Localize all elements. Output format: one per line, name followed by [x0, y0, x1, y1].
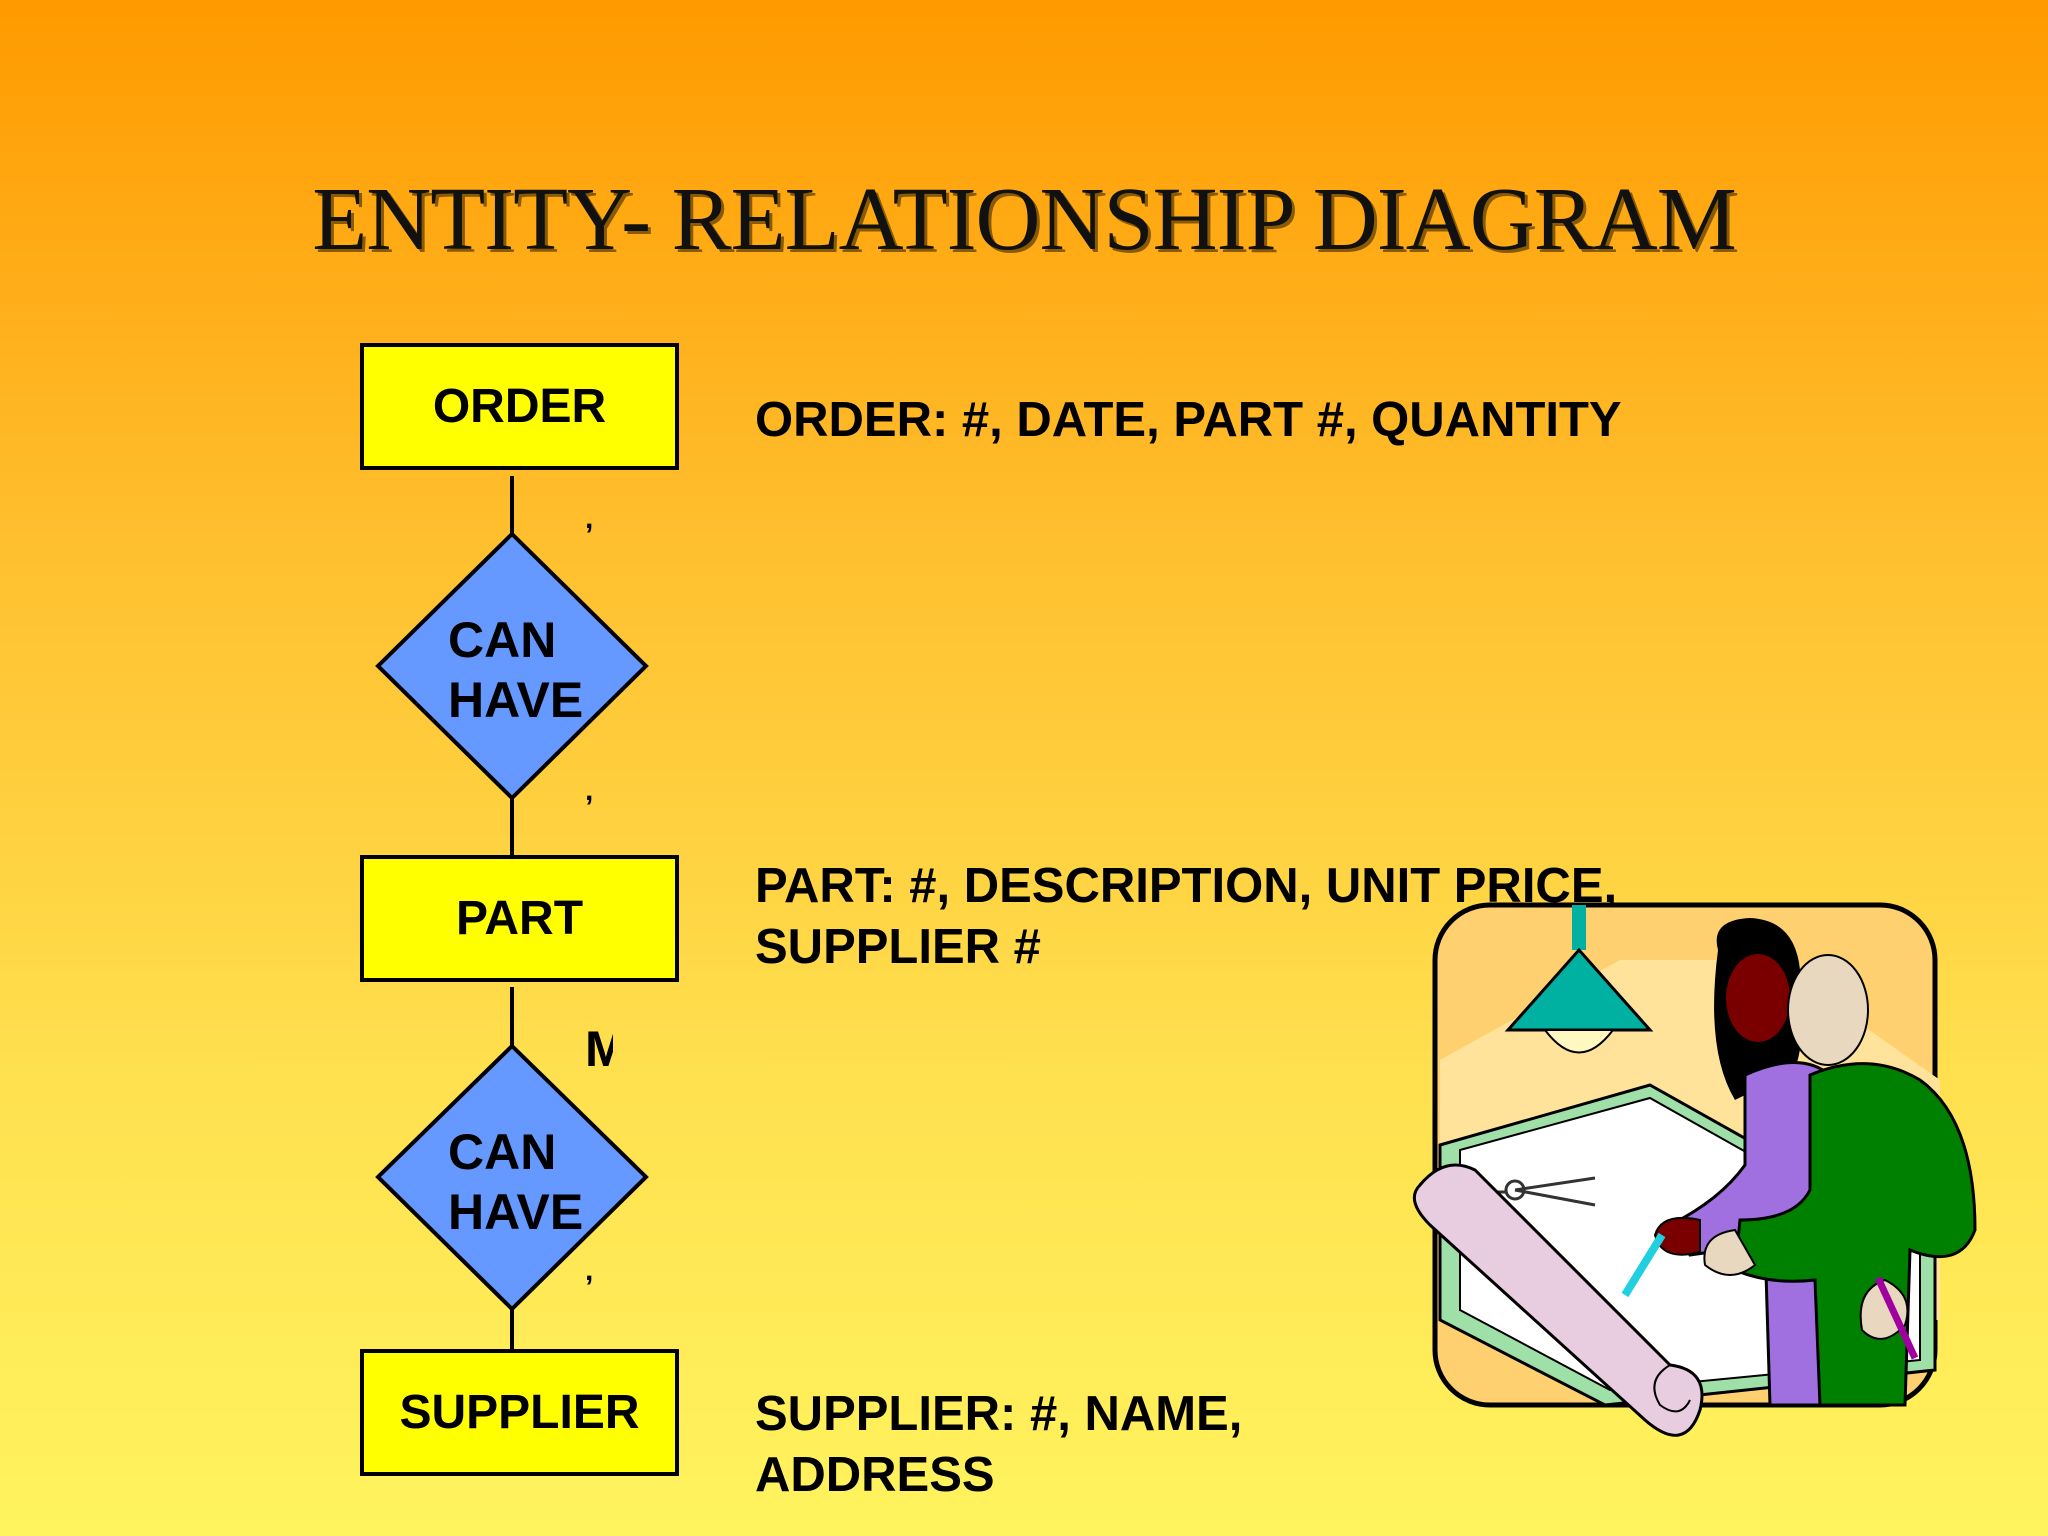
attributes-line: ORDER: #, DATE, PART #, QUANTITY [755, 393, 1622, 447]
attributes-line: PART: #, DESCRIPTION, UNIT PRICE, [755, 859, 1618, 913]
cardinality-label-m: M [585, 1021, 613, 1077]
lamp-cord [1572, 905, 1586, 950]
relationship-label-line: HAVE [448, 672, 584, 728]
person-man-hand [1703, 1228, 1757, 1276]
cardinality-m-clip: M [585, 1020, 613, 1084]
relationship-label-1: CAN HAVE [448, 610, 583, 730]
pen-icon [1621, 1232, 1666, 1298]
tick-mark: , [585, 1254, 593, 1287]
attributes-part: PART: #, DESCRIPTION, UNIT PRICE, SUPPLI… [755, 856, 1617, 978]
entity-order: ORDER [360, 343, 679, 470]
relationship-label-line: CAN [448, 1124, 557, 1180]
attributes-line: SUPPLIER: #, NAME, [755, 1387, 1243, 1441]
relationship-label-2: CAN HAVE [448, 1122, 583, 1242]
attributes-line: SUPPLIER # [755, 920, 1041, 974]
slide-title: ENTITY- RELATIONSHIP DIAGRAM [312, 170, 1737, 269]
person-woman-hand [1653, 1216, 1701, 1256]
relationship-label-line: CAN [448, 612, 557, 668]
person-man-body [1733, 1062, 1977, 1407]
attributes-order: ORDER: #, DATE, PART #, QUANTITY [755, 390, 1622, 451]
relationship-label-line: HAVE [448, 1184, 584, 1240]
tick-mark: , [585, 774, 593, 807]
attributes-line: ADDRESS [755, 1448, 995, 1502]
people-reviewing-blueprint-clipart [1412, 902, 1977, 1437]
person-woman-face [1726, 954, 1790, 1042]
entity-supplier: SUPPLIER [360, 1349, 679, 1476]
rolled-blueprint [1412, 1163, 1704, 1437]
attributes-supplier: SUPPLIER: #, NAME, ADDRESS [755, 1384, 1242, 1506]
lamp-bulb [1542, 1029, 1616, 1054]
pencil-icon [1874, 1276, 1919, 1360]
relationship-diamond-1 [375, 531, 649, 801]
person-man-face [1787, 954, 1869, 1066]
tick-mark: , [585, 502, 593, 535]
relationship-diamond-2 [375, 1043, 649, 1312]
entity-part: PART [360, 855, 679, 982]
